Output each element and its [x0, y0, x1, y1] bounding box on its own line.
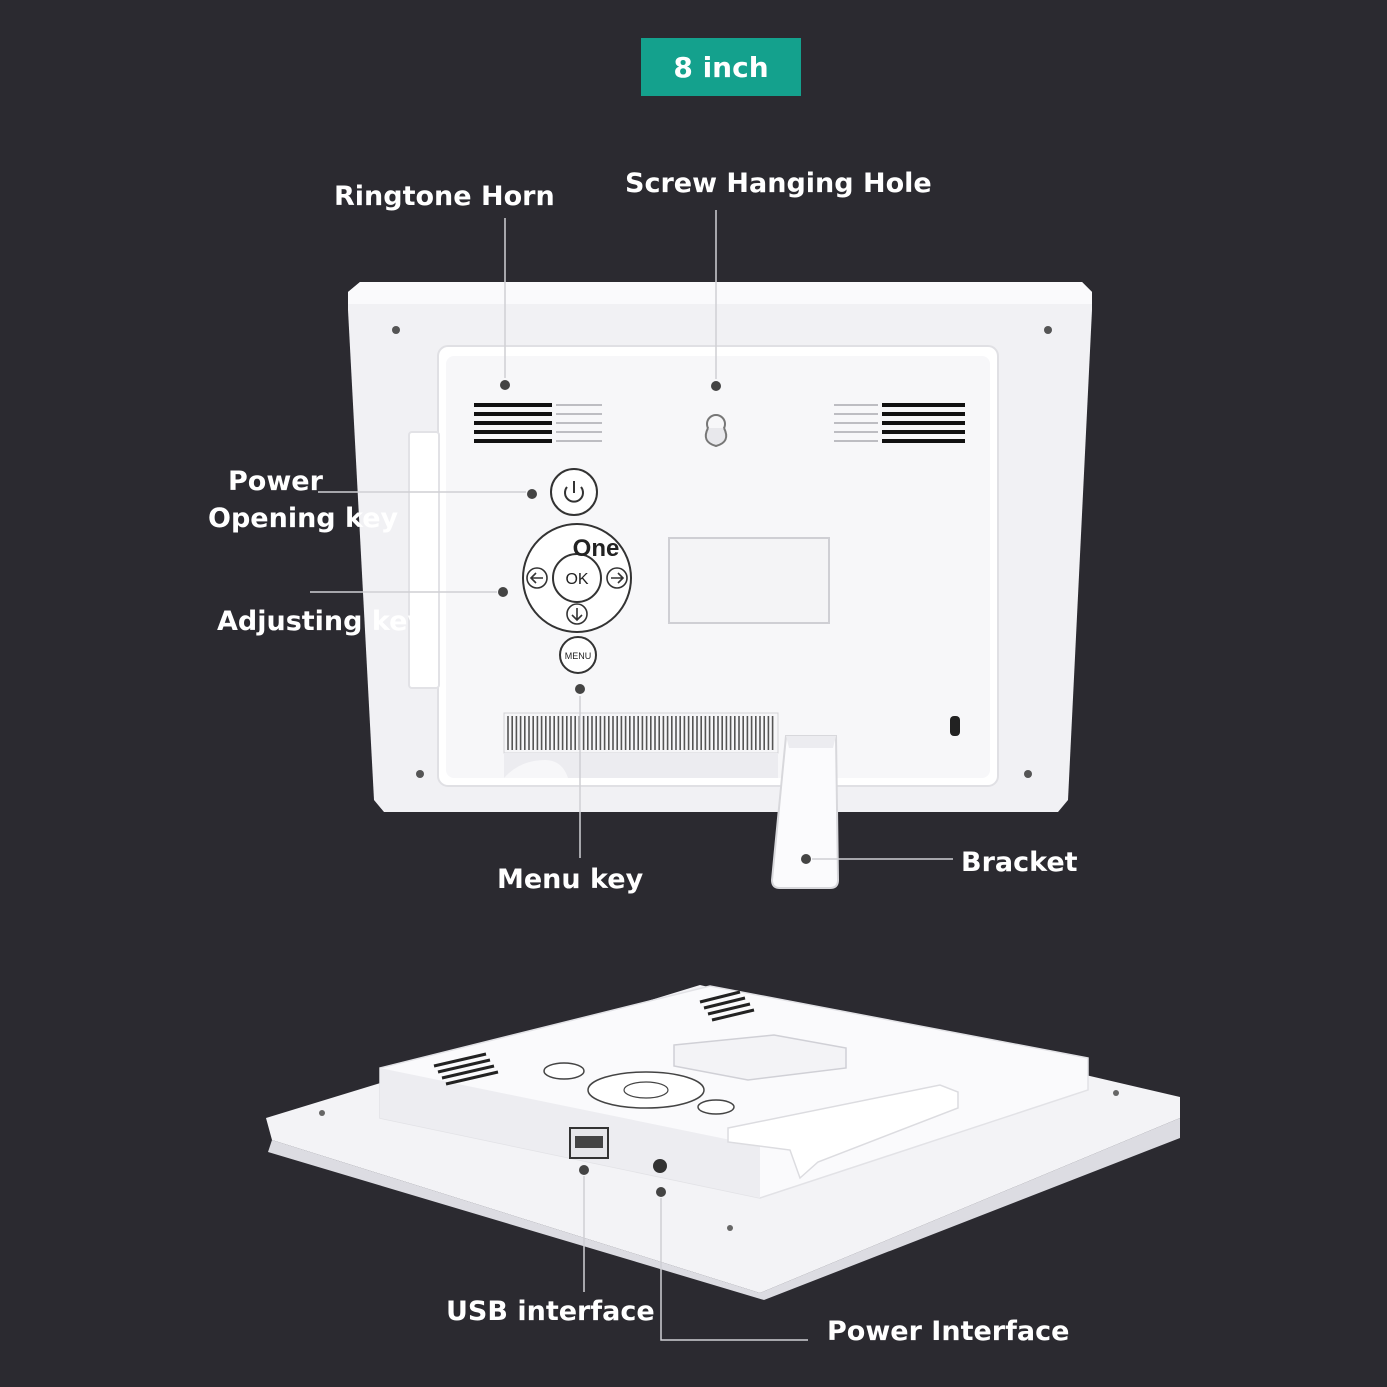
- power-key-label-line1: Power: [228, 466, 323, 497]
- power-key-label-line2: Opening key: [208, 503, 399, 534]
- overlay-text: One: [573, 535, 620, 562]
- frame-bottom-view: [266, 985, 1180, 1300]
- adjusting-key-label: Adjusting key: [217, 606, 426, 637]
- size-badge: 8 inch: [641, 38, 801, 96]
- vent-grille: [507, 716, 774, 750]
- usb-interface-label: USB interface: [446, 1296, 655, 1327]
- dc-jack-icon: [653, 1159, 667, 1173]
- bracket: [770, 735, 840, 889]
- power-icon: [564, 486, 584, 503]
- ok-button-label: OK: [565, 571, 588, 588]
- bracket-label: Bracket: [961, 847, 1078, 878]
- menu-key-label: Menu key: [497, 864, 644, 895]
- power-interface-label: Power Interface: [827, 1316, 1070, 1347]
- keyhole-icon: [704, 414, 728, 448]
- leader-lines-bottom: [583, 1176, 808, 1341]
- arrow-right-icon: [606, 567, 628, 589]
- menu-button[interactable]: MENU: [559, 636, 597, 674]
- arrow-down-icon: [566, 603, 588, 625]
- leader-lines-top: [310, 210, 953, 860]
- speaker-grille-left: [474, 403, 552, 443]
- screw-hanging-hole-label: Screw Hanging Hole: [625, 168, 932, 199]
- power-button[interactable]: [550, 468, 598, 516]
- ringtone-horn-label: Ringtone Horn: [334, 181, 555, 212]
- usb-port-icon: [569, 1127, 609, 1159]
- frame-back-view: OK One MENU: [348, 282, 1092, 889]
- adjusting-dpad[interactable]: OK One: [522, 523, 632, 633]
- speaker-grille-right: [882, 403, 965, 443]
- menu-button-label: MENU: [565, 651, 592, 661]
- arrow-left-icon: [526, 567, 548, 589]
